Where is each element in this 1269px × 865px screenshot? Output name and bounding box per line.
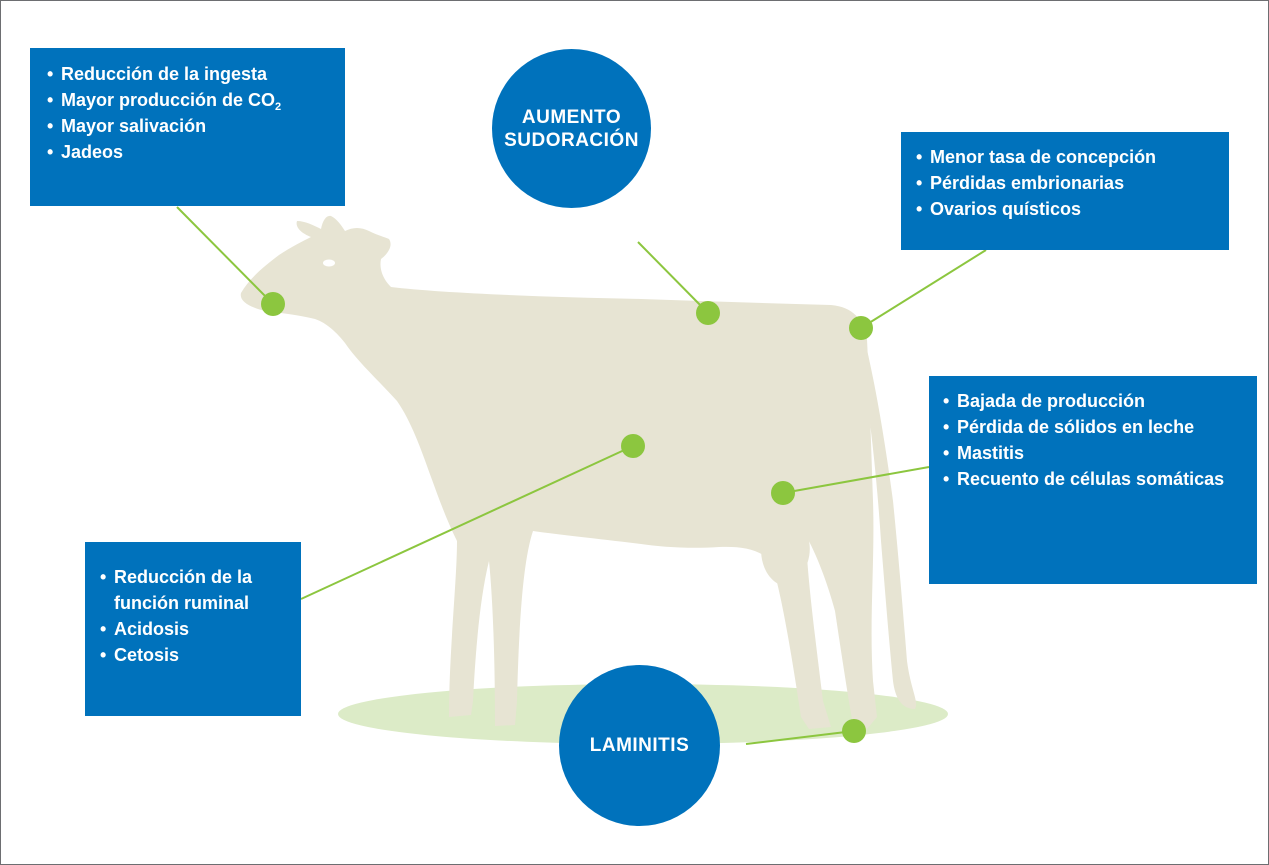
laminitis-label: LAMINITIS: [589, 735, 690, 756]
list-item: Mayor producción de CO2: [47, 87, 335, 113]
list-item: Pérdidas embrionarias: [916, 170, 1219, 196]
rumen-symptoms-list: Reducción de la función ruminal Acidosis…: [100, 564, 291, 668]
intake-symptoms-list: Reducción de la ingesta Mayor producción…: [47, 61, 335, 165]
point-back: [696, 301, 720, 325]
sweating-circle: AUMENTO SUDORACIÓN: [492, 49, 651, 208]
milk-symptoms-box: Bajada de producción Pérdida de sólidos …: [929, 376, 1257, 584]
laminitis-circle: LAMINITIS: [559, 665, 720, 826]
list-item: Ovarios quísticos: [916, 196, 1219, 222]
connector-milk: [782, 466, 930, 494]
connector-rumen: [300, 445, 634, 600]
list-item: Mastitis: [943, 440, 1247, 466]
list-item: Menor tasa de concepción: [916, 144, 1219, 170]
intake-symptoms-box: Reducción de la ingesta Mayor producción…: [30, 48, 345, 206]
point-rump: [849, 316, 873, 340]
list-item: Pérdida de sólidos en leche: [943, 414, 1247, 440]
list-item: Mayor salivación: [47, 113, 335, 139]
list-item: Cetosis: [100, 642, 291, 668]
cow-tail: [861, 333, 917, 709]
list-item: Reducción de la función ruminal: [100, 564, 291, 616]
point-mouth: [261, 292, 285, 316]
point-hoof: [842, 719, 866, 743]
reproduction-symptoms-list: Menor tasa de concepción Pérdidas embrio…: [916, 144, 1219, 222]
milk-symptoms-list: Bajada de producción Pérdida de sólidos …: [943, 388, 1247, 492]
list-item: Acidosis: [100, 616, 291, 642]
connector-reproduction: [860, 249, 987, 329]
co2-subscript: 2: [275, 101, 282, 113]
connector-sweating: [637, 241, 709, 314]
list-item: Jadeos: [47, 139, 335, 165]
sweating-label-line2: SUDORACIÓN: [504, 129, 639, 151]
rumen-symptoms-box: Reducción de la función ruminal Acidosis…: [85, 542, 301, 716]
reproduction-symptoms-box: Menor tasa de concepción Pérdidas embrio…: [901, 132, 1229, 250]
sweating-label-line1: AUMENTO: [521, 106, 622, 128]
list-item: Reducción de la ingesta: [47, 61, 335, 87]
cow-silhouette: [240, 215, 878, 730]
point-belly: [621, 434, 645, 458]
point-udder: [771, 481, 795, 505]
list-item: Recuento de células somáticas: [943, 466, 1247, 492]
cow-eye: [323, 259, 335, 267]
cow-udder: [761, 524, 810, 587]
list-item: Bajada de producción: [943, 388, 1247, 414]
connector-laminitis: [745, 730, 855, 745]
connector-intake: [176, 206, 274, 305]
